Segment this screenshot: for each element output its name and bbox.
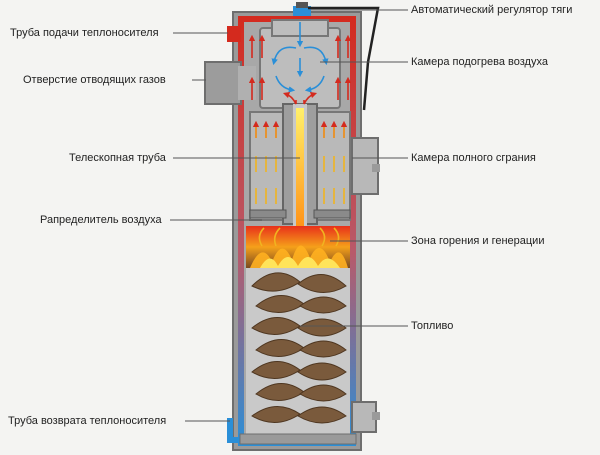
fire-zone	[246, 226, 350, 268]
side-ports	[351, 137, 380, 433]
return-pipe	[227, 418, 244, 443]
label-preheat-chamber: Камера подогрева воздуха	[411, 56, 548, 68]
leader-lines	[170, 9, 408, 422]
label-full-combustion-chamber: Камера полного сграния	[411, 152, 536, 164]
label-telescopic-pipe: Телескопная труба	[69, 152, 166, 164]
label-flue-outlet: Отверстие отводящих газов	[23, 74, 166, 86]
boiler-base	[239, 433, 357, 445]
label-supply-pipe: Труба подачи теплоносителя	[10, 27, 159, 39]
telescopic-pipe	[282, 103, 318, 238]
draft-regulator	[293, 2, 380, 111]
label-draft-regulator: Автоматический регулятор тяги	[411, 4, 573, 16]
label-air-distributor: Рапределитель воздуха	[40, 214, 162, 226]
label-fuel: Топливо	[411, 320, 454, 332]
air-distributor	[249, 209, 351, 219]
supply-pipe	[227, 26, 241, 42]
airflow-arrows	[248, 22, 352, 247]
flue-outlet	[204, 61, 256, 105]
label-return-pipe: Труба возврата теплоносителя	[8, 415, 167, 427]
fuel-logs	[246, 268, 350, 434]
label-combustion-zone: Зона горения и генерации	[411, 235, 545, 247]
